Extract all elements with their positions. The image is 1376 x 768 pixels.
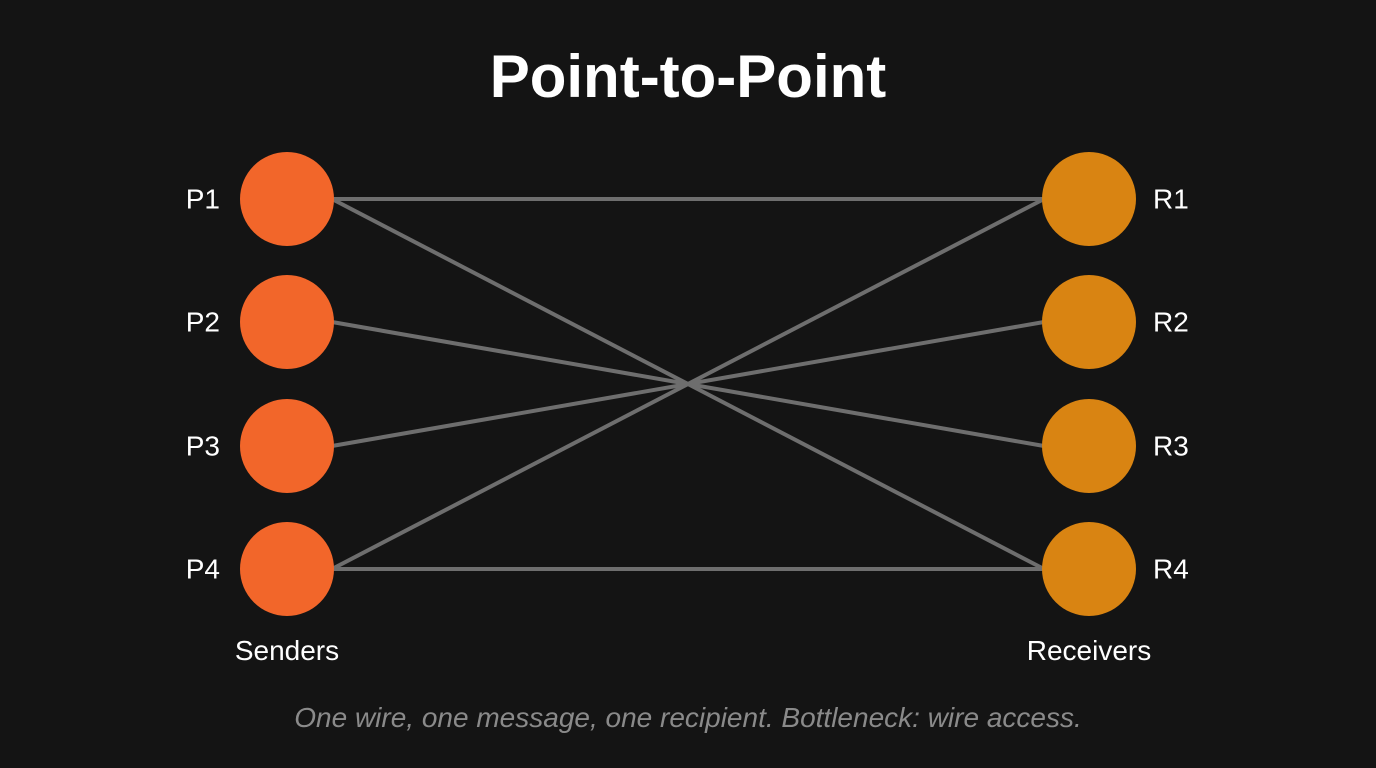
receiver-node-r2 [1042,275,1136,369]
wire-p4-r1 [331,197,1045,571]
senders-label: Senders [235,635,339,666]
sender-node-p4 [240,522,334,616]
sender-node-p1 [240,152,334,246]
receiver-node-r3 [1042,399,1136,493]
sender-node-p3 [240,399,334,493]
receiver-node-r4 [1042,522,1136,616]
wires-group [331,197,1045,571]
receivers-label: Receivers [1027,635,1151,666]
caption: One wire, one message, one recipient. Bo… [294,702,1082,733]
receiver-label-r1: R1 [1153,184,1189,215]
receiver-label-r4: R4 [1153,554,1189,585]
sender-label-p4: P4 [186,554,220,585]
sender-node-p2 [240,275,334,369]
receiver-label-r3: R3 [1153,431,1189,462]
sender-label-p1: P1 [186,184,220,215]
diagram-title: Point-to-Point [489,43,887,110]
receiver-label-r2: R2 [1153,307,1189,338]
sender-label-p3: P3 [186,431,220,462]
receiver-node-r1 [1042,152,1136,246]
sender-label-p2: P2 [186,307,220,338]
